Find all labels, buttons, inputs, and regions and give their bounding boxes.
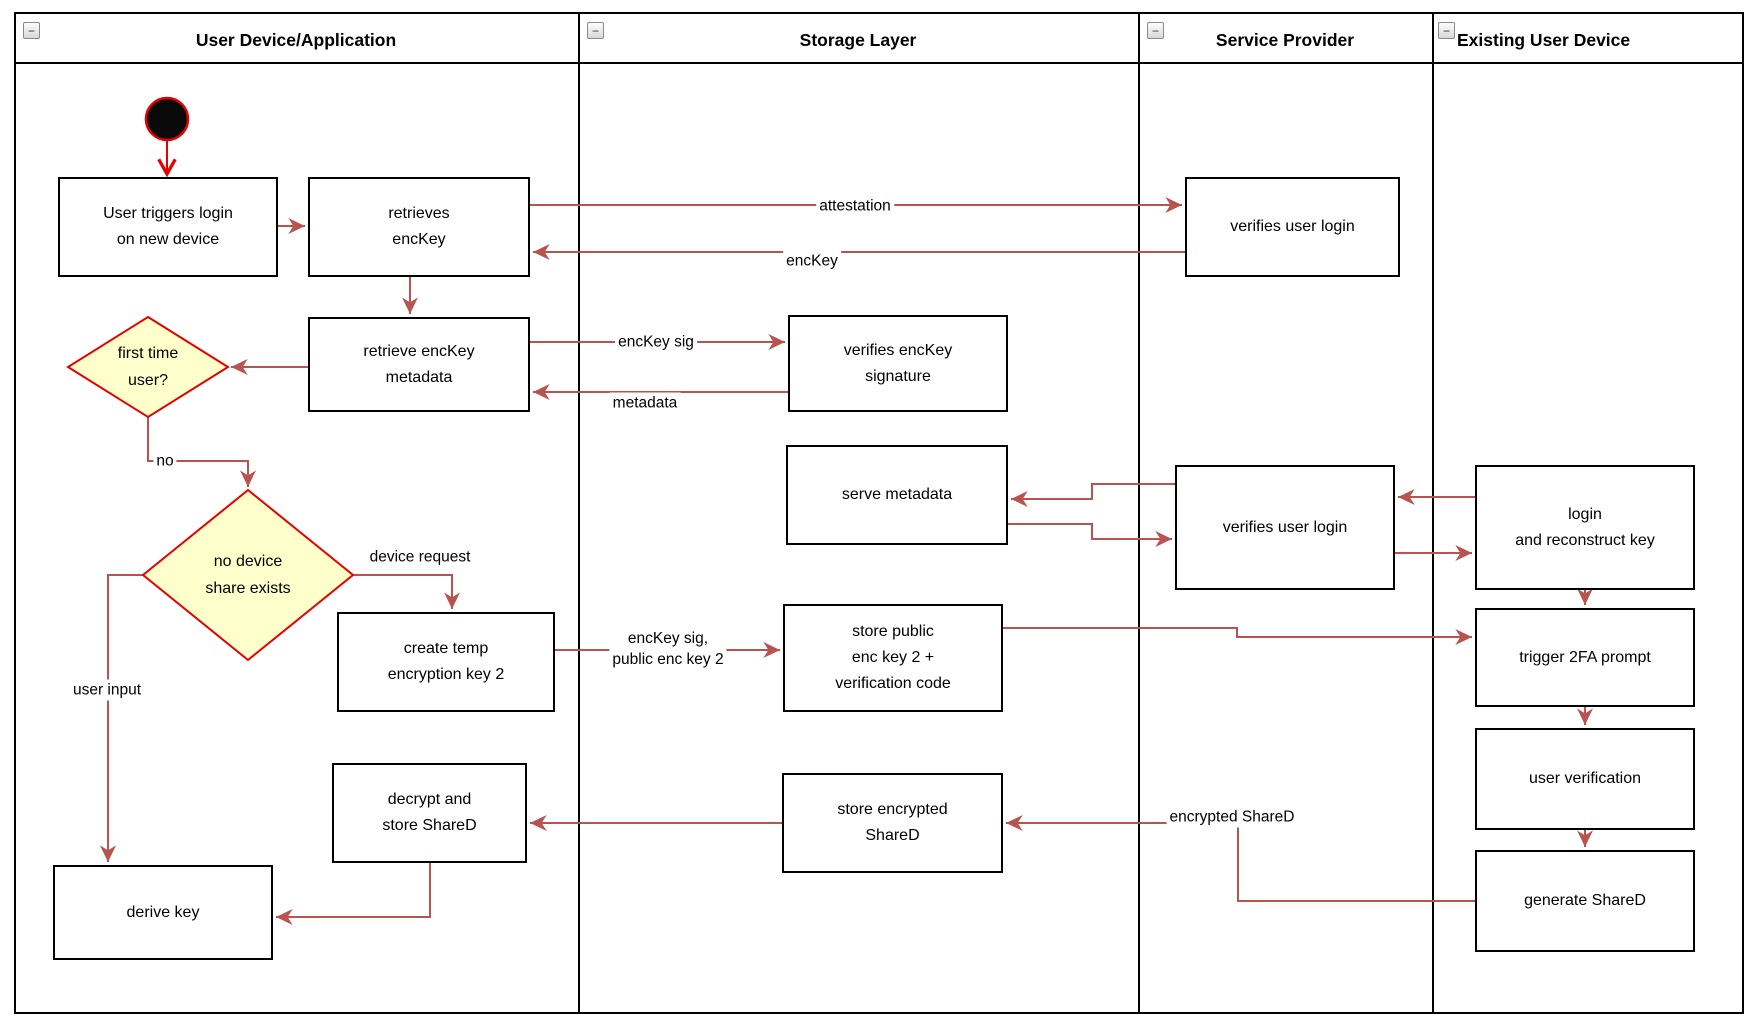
edge-label-no: no <box>153 450 177 472</box>
collapse-lane-icon[interactable]: − <box>587 22 604 39</box>
node-decrypt-store-shared[interactable]: decrypt and store ShareD <box>332 763 527 863</box>
node-store-public-key[interactable]: store public enc key 2 + verification co… <box>783 604 1003 712</box>
minus-icon: − <box>1442 23 1450 38</box>
lane-header-separator <box>14 62 1744 64</box>
edge-label-metadata: metadata <box>609 392 681 414</box>
collapse-lane-icon[interactable]: − <box>1147 22 1164 39</box>
node-trigger-2fa-prompt[interactable]: trigger 2FA prompt <box>1475 608 1695 707</box>
node-store-encrypted-shared[interactable]: store encrypted ShareD <box>782 773 1003 873</box>
lane-divider <box>1432 12 1434 1014</box>
edge-label-user-input: user input <box>69 679 145 701</box>
node-create-temp-key[interactable]: create temp encryption key 2 <box>337 612 555 712</box>
edge-device-request <box>353 574 460 609</box>
lane-title-user-device[interactable]: User Device/Application <box>195 30 397 50</box>
node-generate-shared[interactable]: generate ShareD <box>1475 850 1695 952</box>
edge-label-attestation: attestation <box>816 195 894 217</box>
decision-no-device-share[interactable] <box>141 488 355 662</box>
node-retrieve-enckey-metadata[interactable]: retrieve encKey metadata <box>308 317 530 412</box>
edge-no-branch <box>147 417 256 487</box>
edge-label-enckey-sig: encKey sig <box>615 331 697 353</box>
node-verifies-enckey-signature[interactable]: verifies encKey signature <box>788 315 1008 412</box>
minus-icon: − <box>591 23 599 38</box>
collapse-lane-icon[interactable]: − <box>23 22 40 39</box>
edge-label-enckey-sig-public: encKey sig, public enc key 2 <box>609 628 727 670</box>
node-retrieves-enckey[interactable]: retrieves encKey <box>308 177 530 277</box>
lane-title-service-provider[interactable]: Service Provider <box>1215 30 1355 50</box>
edge-encrypted-shared <box>1005 815 1475 902</box>
decision-first-time-user[interactable] <box>66 315 230 419</box>
edge-servemetadata-to-verifieslogin <box>1008 523 1172 547</box>
lane-divider <box>578 12 580 1014</box>
edge-label-device-request: device request <box>366 546 474 568</box>
lane-divider <box>1138 12 1140 1014</box>
node-verifies-user-login-top[interactable]: verifies user login <box>1185 177 1400 277</box>
decision-label-first-time-user: first time user? <box>117 345 179 389</box>
edge-label-enckey: encKey <box>783 250 841 272</box>
lane-title-storage-layer[interactable]: Storage Layer <box>799 30 917 50</box>
node-user-triggers-login[interactable]: User triggers login on new device <box>58 177 278 277</box>
node-derive-key[interactable]: derive key <box>53 865 273 960</box>
edge-storepublic-to-trigger2fa <box>1003 627 1472 645</box>
edge-decrypt-to-derive <box>276 863 431 925</box>
node-verifies-user-login-mid[interactable]: verifies user login <box>1175 465 1395 590</box>
node-login-reconstruct-key[interactable]: login and reconstruct key <box>1475 465 1695 590</box>
minus-icon: − <box>1151 23 1159 38</box>
collapse-lane-icon[interactable]: − <box>1438 22 1455 39</box>
edge-user-input <box>100 574 143 862</box>
node-user-verification[interactable]: user verification <box>1475 728 1695 830</box>
edge-verifieslogin-to-servemetadata <box>1010 483 1175 507</box>
minus-icon: − <box>27 23 35 38</box>
edge-label-encrypted-shared: encrypted ShareD <box>1166 806 1298 828</box>
lane-title-existing-user-device[interactable]: Existing User Device <box>1457 30 1631 50</box>
start-node[interactable] <box>144 96 190 142</box>
decision-label-no-device-share: no device share exists <box>205 553 291 597</box>
node-serve-metadata[interactable]: serve metadata <box>786 445 1008 545</box>
flow-edges <box>100 197 1593 925</box>
